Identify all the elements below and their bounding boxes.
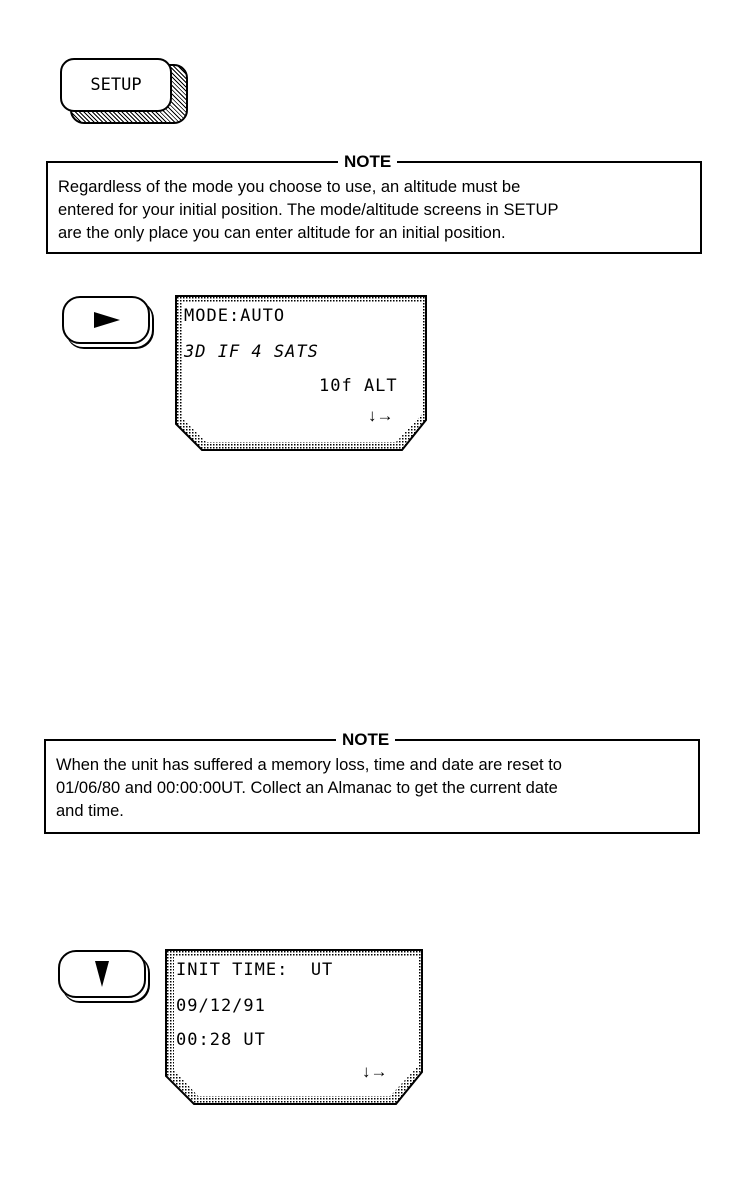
lcd-line-date: 09/12/91 [176, 996, 266, 1016]
lcd-line-mode: MODE:AUTO [184, 306, 286, 326]
right-arrow-icon [94, 312, 120, 328]
note-line: Regardless of the mode you choose to use… [58, 178, 521, 196]
down-arrow-icon [95, 961, 109, 987]
lcd-line-3d: 3D IF 4 SATS [184, 342, 319, 362]
note-line: entered for your initial position. The m… [58, 201, 559, 219]
down-arrow-key-button[interactable] [58, 950, 146, 998]
note-box-memory-loss: NOTE When the unit has suffered a memory… [44, 730, 700, 834]
setup-key-button[interactable]: SETUP [60, 58, 188, 124]
down-right-arrows-icon: ↓→ [362, 1062, 388, 1081]
note-line: are the only place you can enter altitud… [58, 224, 506, 242]
note-header: NOTE [46, 152, 702, 172]
lcd-frame [165, 949, 423, 1105]
lcd-screen-mode: MODE:AUTO 3D IF 4 SATS 10f ALT ↓→ [174, 294, 428, 452]
down-right-arrows-icon: ↓→ [368, 406, 394, 425]
right-arrow-key-button[interactable] [62, 296, 150, 344]
note-title: NOTE [344, 152, 392, 171]
note-text: Regardless of the mode you choose to use… [48, 162, 700, 253]
note-line: and time. [56, 802, 124, 820]
lcd-frame [175, 295, 427, 451]
lcd-line-alt: 10f ALT [319, 376, 398, 396]
note-line: 01/06/80 and 00:00:00UT. Collect an Alma… [56, 779, 558, 797]
note-line: When the unit has suffered a memory loss… [56, 756, 562, 774]
setup-key-label: SETUP [60, 58, 172, 112]
lcd-line-time: 00:28 UT [176, 1030, 266, 1050]
note-header: NOTE [44, 730, 700, 750]
lcd-line-init-time: INIT TIME: UT [176, 960, 334, 980]
note-title: NOTE [342, 730, 390, 749]
note-text: When the unit has suffered a memory loss… [46, 740, 698, 831]
lcd-screen-init-time: INIT TIME: UT 09/12/91 00:28 UT ↓→ [164, 948, 424, 1106]
note-box-altitude: NOTE Regardless of the mode you choose t… [46, 152, 702, 254]
